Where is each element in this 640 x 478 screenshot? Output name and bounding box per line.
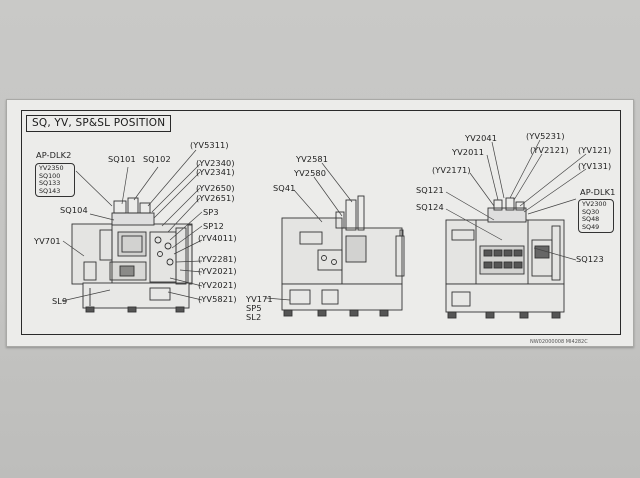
label-sq124: SQ124 — [416, 202, 444, 212]
label-sq104: SQ104 — [60, 205, 88, 215]
group-item: SQ30 — [582, 207, 600, 216]
diagram-title: SQ, YV, SP&SL POSITION — [26, 115, 172, 132]
label-yv2340: YV2340 — [196, 159, 235, 168]
group-ap-dlk1: YV2300 SQ30 SQ48 SQ49 — [578, 199, 614, 234]
left-machine-drawing — [71, 197, 193, 313]
label-sl9: SL9 — [52, 296, 68, 306]
label-yv2581: YV2581 — [296, 154, 329, 164]
label-yv5231: YV5231 — [526, 132, 565, 141]
label-yv5821: YV5821 — [198, 295, 237, 304]
leader-lines — [61, 139, 587, 302]
label-yv701: YV701 — [34, 236, 61, 246]
label-yv4011: YV4011 — [198, 234, 237, 243]
title-text: SQ, YV, SP&SL POSITION — [32, 117, 166, 129]
label-sp3: SP3 — [203, 207, 219, 217]
label-ap-dlk1: AP-DLK1 — [580, 187, 616, 197]
label-sq41: SQ41 — [273, 183, 296, 193]
label-yv2171: YV2171 — [432, 166, 471, 175]
label-sq102: SQ102 — [143, 154, 171, 164]
label-yv2281: YV2281 — [198, 255, 237, 264]
group-item: YV2300 — [582, 200, 607, 208]
label-ap-dlk2: AP-DLK2 — [36, 150, 72, 160]
group-item: YV2350 — [39, 164, 64, 172]
label-sp12: SP12 — [203, 221, 224, 231]
label-yv2021-a: YV2021 — [198, 267, 237, 276]
label-sq123: SQ123 — [576, 254, 604, 264]
label-yv171: YV171 — [246, 294, 273, 304]
label-yv2041: YV2041 — [465, 133, 498, 143]
label-sp5: SP5 — [246, 303, 262, 313]
right-machine-drawing — [445, 197, 565, 319]
label-sq101: SQ101 — [108, 154, 136, 164]
group-item: SQ133 — [39, 179, 61, 188]
label-yv2021-b: YV2021 — [198, 281, 237, 290]
group-item: SQ143 — [39, 186, 61, 195]
group-item: SQ100 — [39, 171, 61, 180]
label-yv2650: YV2650 — [196, 184, 235, 193]
middle-machine-drawing — [281, 195, 405, 317]
group-item: SQ49 — [582, 222, 600, 231]
diagram-frame — [21, 110, 621, 335]
label-yv131: YV131 — [578, 162, 611, 171]
group-item: SQ48 — [582, 215, 600, 224]
label-yv5311: YV5311 — [190, 141, 229, 150]
document-number: NW02000008 MI4282C — [530, 339, 588, 345]
label-yv2121: YV2121 — [530, 146, 569, 155]
group-ap-dlk2: YV2350 SQ100 SQ133 SQ143 — [35, 163, 75, 198]
label-yv2580: YV2580 — [294, 168, 327, 178]
label-sl2: SL2 — [246, 312, 262, 322]
label-sq121: SQ121 — [416, 185, 444, 195]
label-yv2341: YV2341 — [196, 168, 235, 177]
label-yv2651: YV2651 — [196, 194, 235, 203]
label-yv2011: YV2011 — [452, 147, 485, 157]
label-yv121: YV121 — [578, 146, 611, 155]
